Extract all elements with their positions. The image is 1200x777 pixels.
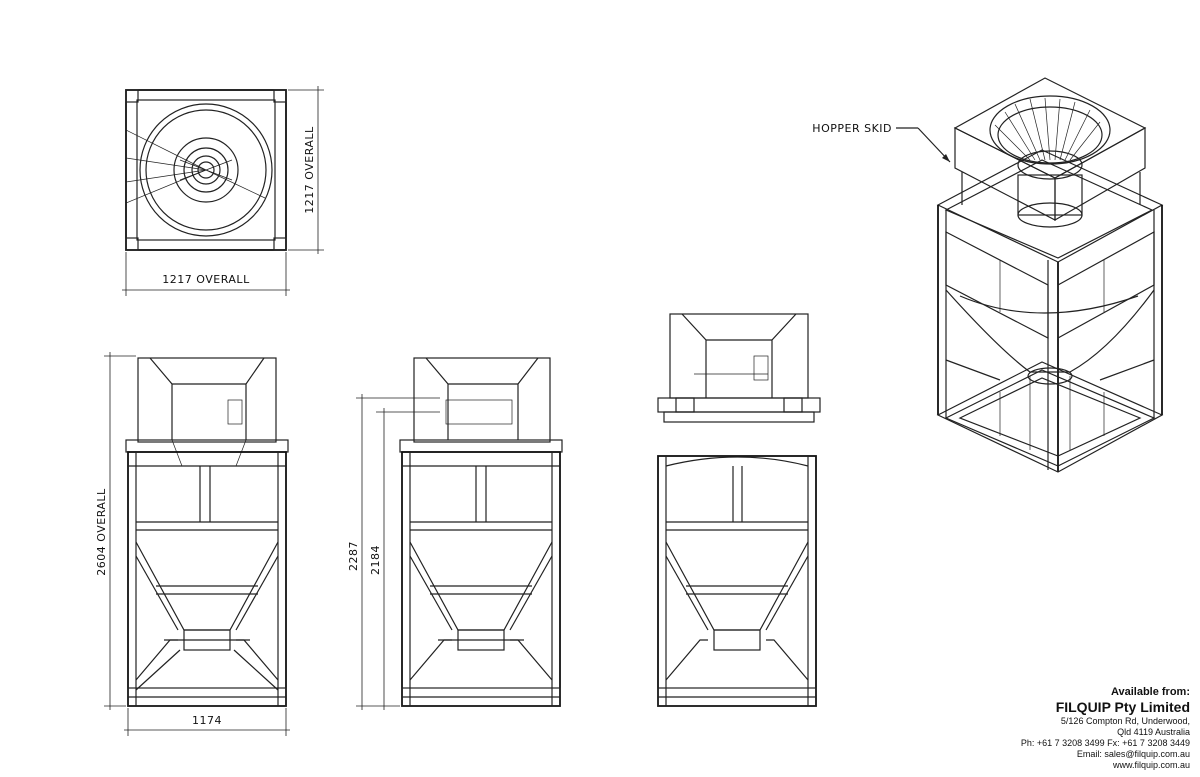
dim-2184: 2184 bbox=[369, 545, 382, 575]
isometric-view: HOPPER SKID bbox=[812, 77, 1164, 473]
dim-2287: 2287 bbox=[347, 541, 360, 571]
company-name: FILQUIP Pty Limited bbox=[1055, 699, 1190, 715]
address-line-2: Qld 4119 Australia bbox=[1117, 727, 1190, 737]
plan-view: 1217 OVERALL 1217 OVERALL bbox=[122, 86, 324, 296]
address-line-1: 5/126 Compton Rd, Underwood, bbox=[1060, 716, 1190, 726]
end-elevation bbox=[657, 313, 821, 707]
phone-fax: Ph: +61 7 3208 3499 Fx: +61 7 3208 3449 bbox=[1020, 738, 1190, 748]
dim-overall-height: 2604 OVERALL bbox=[95, 488, 108, 576]
website-link[interactable]: www.filquip.com.au bbox=[1112, 760, 1190, 770]
side-elevation: 2287 2184 bbox=[347, 357, 563, 710]
front-elevation: 2604 OVERALL 1174 bbox=[95, 352, 290, 736]
dim-top-width: 1217 OVERALL bbox=[162, 273, 250, 286]
available-from: Available from: bbox=[1110, 686, 1190, 698]
supplier-block: Available from: FILQUIP Pty Limited 5/12… bbox=[1021, 686, 1190, 771]
dim-base-width: 1174 bbox=[192, 714, 222, 727]
email-address[interactable]: Email: sales@filquip.com.au bbox=[1076, 749, 1190, 759]
hopper-skid-label: HOPPER SKID bbox=[812, 122, 892, 135]
dim-top-height: 1217 OVERALL bbox=[303, 126, 316, 214]
